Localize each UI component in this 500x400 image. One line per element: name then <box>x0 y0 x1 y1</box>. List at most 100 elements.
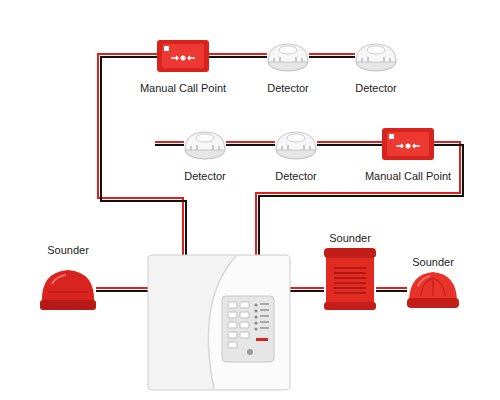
control-panel <box>222 296 274 362</box>
control-panel <box>240 322 249 328</box>
wire-red <box>321 141 361 143</box>
label-row: Manual Call Point <box>361 166 456 184</box>
control-panel <box>228 302 237 308</box>
panel-wire <box>290 287 324 289</box>
call-point-icon <box>157 40 209 72</box>
call-point-icon <box>389 134 394 139</box>
label-row: Detector <box>351 78 401 96</box>
sounder-node: Sounder <box>324 228 376 314</box>
sounder-icon <box>52 275 66 284</box>
control-panel <box>260 327 269 329</box>
detector-icon <box>367 46 385 54</box>
panel-wire <box>290 290 324 292</box>
device-label: Sounder <box>412 255 454 269</box>
device-label: Detector <box>184 169 226 183</box>
sounder-icon <box>418 276 430 286</box>
panel-wire <box>259 145 463 255</box>
control-panel <box>260 315 269 317</box>
detector-node: Detector <box>271 128 321 184</box>
wire-connector <box>313 54 351 57</box>
wire-black <box>321 144 361 146</box>
wire-connector <box>230 142 271 145</box>
device-label: Sounder <box>329 231 371 245</box>
control-panel <box>254 321 257 324</box>
sounder-icon <box>409 272 457 300</box>
detector-icon <box>185 132 225 150</box>
call-point-icon <box>181 56 186 61</box>
call-point-icon <box>171 56 178 60</box>
device-label: Manual Call Point <box>365 169 451 183</box>
detector-icon <box>356 44 396 62</box>
wire-connector <box>231 54 264 57</box>
sounder-icon <box>407 298 459 308</box>
sounder-icon <box>40 270 96 310</box>
icon-space <box>407 276 459 312</box>
device-label: Detector <box>355 81 397 95</box>
label-row: Detector <box>180 166 230 184</box>
call-point-icon <box>387 132 429 156</box>
wire-connector <box>376 288 407 291</box>
icon-space <box>180 128 230 160</box>
sounder-icon <box>48 291 88 293</box>
detector-node: Detector <box>263 40 313 96</box>
sounder-icon <box>324 302 376 310</box>
call-point-node: Manual Call Point <box>361 128 456 184</box>
control-panel <box>240 332 249 338</box>
detector-icon <box>356 44 396 71</box>
call-point-icon <box>406 144 411 149</box>
control-panel <box>254 327 257 330</box>
detector-node: Detector <box>180 128 230 184</box>
icon-space <box>324 252 376 314</box>
call-point-icon <box>188 56 195 60</box>
detector-icon <box>268 44 308 62</box>
control-panel <box>254 309 257 312</box>
device-label: Detector <box>267 81 309 95</box>
call-point-icon <box>164 46 169 51</box>
label-row: Detector <box>271 166 321 184</box>
control-panel <box>260 303 269 305</box>
wire-black <box>231 56 264 58</box>
detector-node: Detector <box>351 40 401 96</box>
detector-icon <box>196 134 214 142</box>
control-panel <box>256 338 268 341</box>
device-label: Manual Call Point <box>140 81 226 95</box>
sounder-icon <box>42 270 94 304</box>
wire-red <box>376 287 407 289</box>
wire-red <box>231 53 264 55</box>
panel-wire <box>96 287 148 289</box>
label-row: Sounder <box>324 228 376 246</box>
control-panel <box>208 256 289 389</box>
detector-icon <box>274 57 302 62</box>
control-panel <box>148 255 290 390</box>
detector-icon <box>268 44 308 71</box>
call-point-icon <box>413 144 420 148</box>
detector-icon <box>282 145 310 150</box>
icon-space <box>361 128 456 160</box>
sounder-icon <box>324 248 376 310</box>
control-panel <box>260 309 269 311</box>
control-panel <box>247 349 253 355</box>
detector-icon <box>191 145 219 150</box>
label-row: Manual Call Point <box>136 78 231 96</box>
control-panel <box>228 322 237 328</box>
call-point-icon <box>396 144 403 148</box>
device-label: Sounder <box>47 243 89 257</box>
detector-icon <box>279 46 297 54</box>
call-point-icon <box>162 44 204 68</box>
panel-wire <box>96 290 148 292</box>
icon-space <box>40 274 96 314</box>
label-row: Sounder <box>407 252 459 270</box>
call-point-node: Manual Call Point <box>136 40 231 96</box>
detector-icon <box>276 132 316 159</box>
sounder-node: Sounder <box>40 240 96 314</box>
detector-icon <box>185 132 225 159</box>
sounder-node: Sounder <box>407 252 459 312</box>
sounder-icon <box>421 278 445 296</box>
icon-space <box>136 40 231 72</box>
control-panel <box>254 303 257 306</box>
panel-wire <box>155 141 184 143</box>
sounder-icon <box>40 300 96 310</box>
wire-connector <box>321 142 361 145</box>
detector-icon <box>276 132 316 150</box>
